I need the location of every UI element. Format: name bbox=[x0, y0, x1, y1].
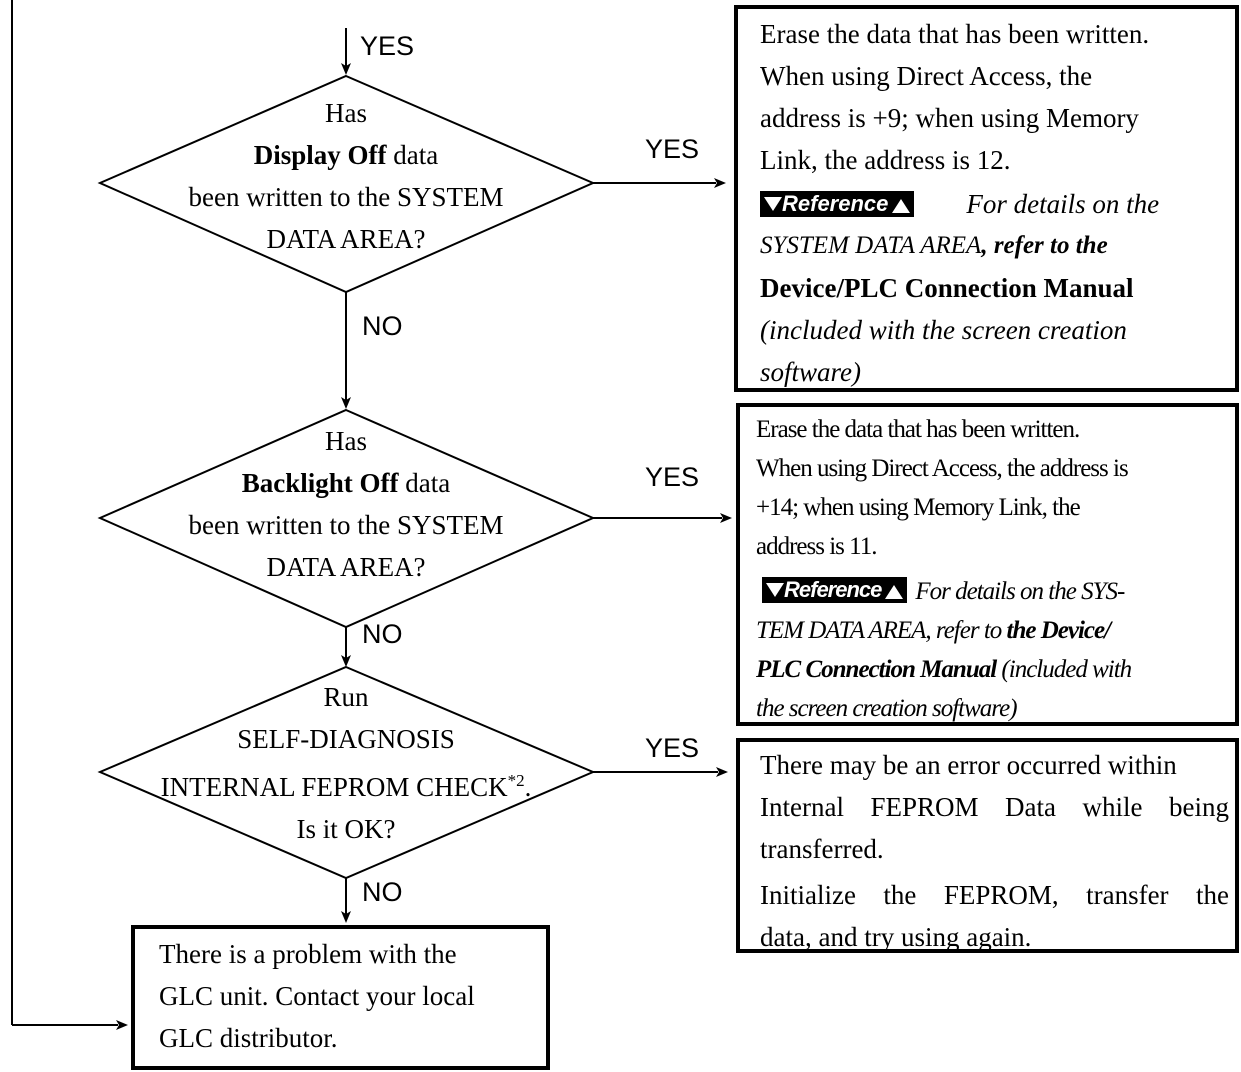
decision-3-line1: Run bbox=[323, 682, 369, 712]
box1-ref-line5: software) bbox=[760, 357, 861, 387]
decision-1-line2: Display Off data bbox=[146, 134, 546, 176]
footnote-marker: *2 bbox=[507, 771, 525, 790]
label-no-3: NO bbox=[362, 877, 403, 907]
box4-line3: GLC distributor. bbox=[159, 1023, 338, 1053]
arrowhead-top bbox=[341, 63, 351, 75]
box1-line3: address is +9; when using Memory bbox=[760, 103, 1139, 133]
box1-ref-line2: SYSTEM DATA AREA, refer to the bbox=[760, 225, 1225, 267]
decision-1-bold: Display Off bbox=[253, 140, 387, 170]
decision-2-line4: DATA AREA? bbox=[266, 552, 426, 582]
decision-3-line3-end: . bbox=[524, 772, 532, 802]
box1-ref-line3: Device/PLC Connection Manual bbox=[760, 267, 1225, 309]
label-yes-3: YES bbox=[645, 733, 700, 763]
box1-ref-comma: , refer to bbox=[981, 232, 1076, 259]
reference-badge-icon: Reference bbox=[762, 577, 908, 603]
arrowhead-yes-2 bbox=[720, 513, 732, 523]
box1-ref-line4: (included with the screen creation bbox=[760, 315, 1127, 345]
arrowhead-to-box4 bbox=[116, 1020, 128, 1030]
box1-ref-line1: Reference For details on the bbox=[760, 183, 1225, 225]
box3-line5: data, and try using again. bbox=[760, 922, 1032, 952]
label-yes-2: YES bbox=[645, 462, 700, 492]
arrowhead-no-2 bbox=[341, 655, 351, 667]
action-box-feprom-error: There may be an error occurred within In… bbox=[736, 738, 1239, 953]
box3-line2: Internal FEPROM Data while being bbox=[760, 792, 1229, 822]
decision-2-bold: Backlight Off bbox=[241, 468, 399, 498]
box1-line2: When using Direct Access, the bbox=[760, 61, 1093, 91]
box2-ref-manual: PLC Connection Manual bbox=[756, 656, 997, 683]
box1-ref-the: the bbox=[1075, 232, 1108, 259]
decision-1-line2-rest: data bbox=[386, 140, 439, 170]
label-no-1: NO bbox=[362, 311, 403, 341]
label-yes-top: YES bbox=[360, 31, 415, 61]
arrowhead-no-3 bbox=[341, 911, 351, 923]
decision-2-line2: Backlight Off data bbox=[146, 462, 546, 504]
box2-ref-line2: TEM DATA AREA, refer to the Device/ bbox=[756, 611, 1229, 650]
decision-2-line2-rest: data bbox=[398, 468, 451, 498]
action-box-backlight-off: Erase the data that has been written. Wh… bbox=[736, 403, 1239, 726]
box3-line1: There may be an error occurred within bbox=[760, 750, 1177, 780]
box1-ref-manual: Device/PLC Connection Manual bbox=[760, 273, 1134, 303]
box1-line1: Erase the data that has been written. bbox=[760, 19, 1150, 49]
box4-line2: GLC unit. Contact your local bbox=[159, 981, 475, 1011]
reference-badge-label: Reference bbox=[784, 577, 882, 602]
box2-line4: address is 11. bbox=[756, 533, 877, 560]
decision-1-line3: been written to the SYSTEM bbox=[188, 182, 504, 212]
decision-3-line4: Is it OK? bbox=[296, 814, 396, 844]
decision-2-line1: Has bbox=[325, 426, 367, 456]
box2-ref-included: (included with bbox=[996, 656, 1132, 683]
box2-ref-text1: For details on the SYS- bbox=[915, 578, 1125, 605]
box2-ref-tem-data-area: TEM DATA AREA bbox=[756, 617, 926, 644]
arrowhead-yes-3 bbox=[716, 767, 728, 777]
decision-2-line3: been written to the SYSTEM bbox=[188, 510, 504, 540]
box2-ref-refer: , refer to bbox=[925, 617, 1007, 644]
arrowhead-no-1 bbox=[341, 397, 351, 409]
box3-line3: transferred. bbox=[760, 834, 884, 864]
box2-line2: When using Direct Access, the address is bbox=[756, 455, 1129, 482]
box1-line4: Link, the address is 12. bbox=[760, 145, 1011, 175]
box4-line1: There is a problem with the bbox=[159, 939, 457, 969]
box3-line4: Initialize the FEPROM, transfer the bbox=[760, 880, 1229, 910]
label-yes-1: YES bbox=[645, 134, 700, 164]
decision-3-line2: SELF-DIAGNOSIS bbox=[237, 724, 455, 754]
box2-ref-the-device: the Device/ bbox=[1006, 617, 1112, 644]
decision-1-line4: DATA AREA? bbox=[266, 224, 426, 254]
box2-line1: Erase the data that has been written. bbox=[756, 416, 1080, 443]
box2-line3: +14; when using Memory Link, the bbox=[756, 494, 1081, 521]
decision-3-text: Run SELF-DIAGNOSIS INTERNAL FEPROM CHECK… bbox=[126, 676, 566, 850]
arrowhead-yes-1 bbox=[714, 178, 726, 188]
decision-2-text: Has Backlight Off data been written to t… bbox=[146, 420, 546, 588]
action-box-display-off: Erase the data that has been written. Wh… bbox=[734, 5, 1239, 392]
action-box-contact-distributor: There is a problem with the GLC unit. Co… bbox=[131, 925, 550, 1070]
label-no-2: NO bbox=[362, 619, 403, 649]
box2-ref-line3: PLC Connection Manual (included with bbox=[756, 650, 1229, 689]
box2-ref-line1: Reference For details on the SYS- bbox=[762, 572, 1229, 611]
reference-badge-label: Reference bbox=[782, 191, 889, 216]
decision-3-line3: INTERNAL FEPROM CHECK*2. bbox=[126, 760, 566, 808]
box1-ref-system-data-area: SYSTEM DATA AREA bbox=[760, 232, 982, 259]
decision-1-text: Has Display Off data been written to the… bbox=[146, 92, 546, 260]
box2-ref-line4: the screen creation software) bbox=[756, 695, 1018, 722]
reference-badge-icon: Reference bbox=[760, 191, 915, 217]
box1-ref-text1: For details on the bbox=[966, 189, 1160, 219]
decision-1-line1: Has bbox=[325, 98, 367, 128]
decision-3-line3-text: INTERNAL FEPROM CHECK bbox=[160, 772, 508, 802]
